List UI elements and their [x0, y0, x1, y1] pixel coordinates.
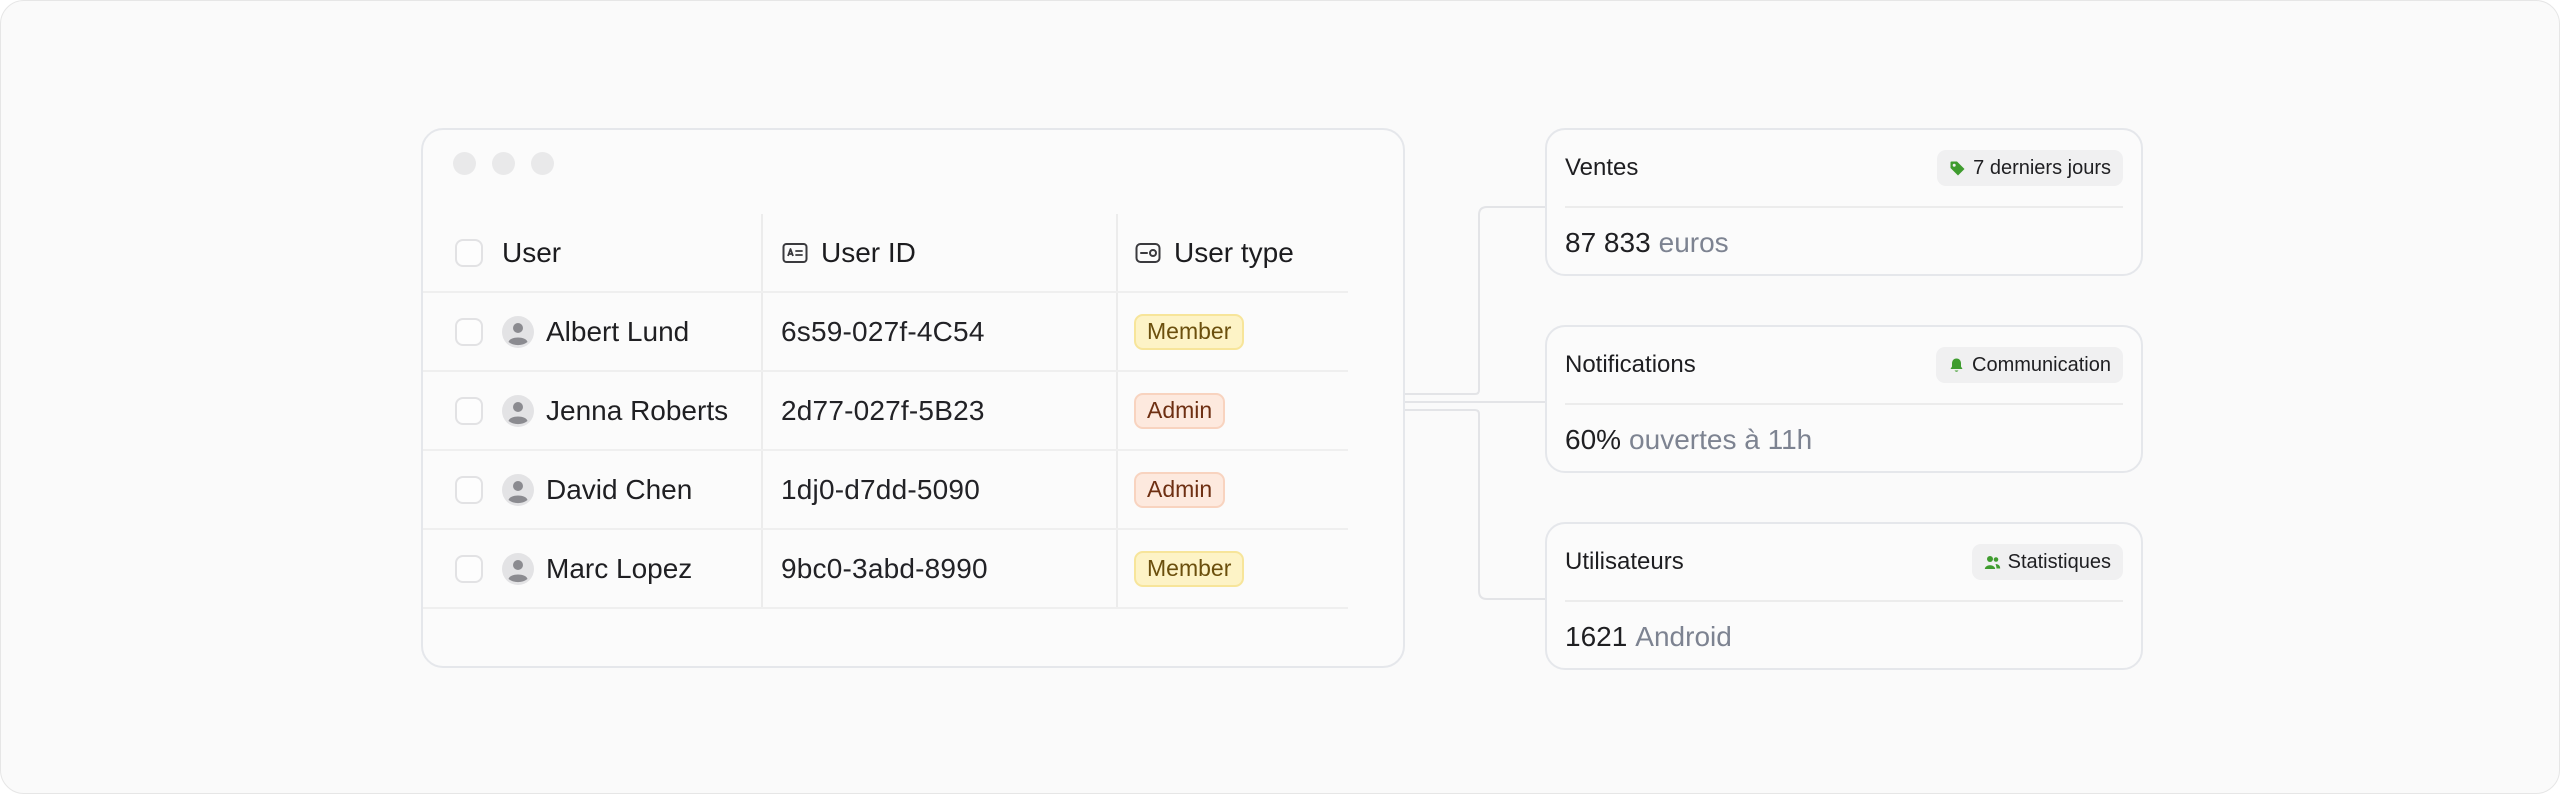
- card-notifications[interactable]: Notifications Communication 60% ouvertes…: [1545, 325, 2143, 473]
- user-cell: David Chen: [423, 451, 763, 528]
- metric-unit: Android: [1635, 621, 1732, 652]
- avatar-icon: [502, 315, 534, 348]
- header-cell-user: User: [423, 214, 763, 291]
- row-checkbox[interactable]: [455, 317, 483, 346]
- card-title: Ventes: [1565, 154, 1639, 181]
- users-table: User User ID User type: [423, 214, 1348, 609]
- user-name: Jenna Roberts: [546, 394, 729, 426]
- user-id-cell: 9bc0-3abd-8990: [763, 530, 1118, 607]
- window-minimize-dot[interactable]: [492, 152, 515, 175]
- user-name: Albert Lund: [546, 315, 690, 347]
- card-ventes[interactable]: Ventes 7 derniers jours 87 833 euros: [1545, 128, 2143, 276]
- bell-icon: [1950, 358, 1963, 372]
- avatar-icon: [502, 473, 534, 506]
- window-maximize-dot[interactable]: [531, 152, 554, 175]
- user-cell: Albert Lund: [423, 293, 763, 370]
- metric-value: 1621: [1565, 621, 1628, 652]
- user-id-cell: 2d77-027f-5B23: [763, 372, 1118, 449]
- card-tag-label: 7 derniers jours: [1973, 156, 2111, 179]
- user-name: Marc Lopez: [546, 552, 693, 584]
- card-tag-label: Statistiques: [2007, 550, 2111, 573]
- table-row[interactable]: Albert Lund 6s59-027f-4C54 Member: [423, 293, 1348, 372]
- card-title: Notifications: [1565, 351, 1696, 378]
- card-header: Ventes 7 derniers jours: [1565, 130, 2123, 208]
- card-tag[interactable]: Communication: [1936, 347, 2123, 383]
- row-checkbox[interactable]: [455, 554, 483, 583]
- user-type-cell: Admin: [1118, 372, 1348, 449]
- metric-value: 87 833: [1565, 227, 1651, 258]
- avatar-icon: [502, 394, 534, 427]
- toggle-icon: [1135, 242, 1161, 263]
- users-icon: [1984, 555, 2000, 569]
- card-header: Notifications Communication: [1565, 327, 2123, 405]
- metric-value: 60%: [1565, 424, 1622, 455]
- user-cell: Marc Lopez: [423, 530, 763, 607]
- header-cell-user-type: User type: [1118, 214, 1348, 291]
- card-title: Utilisateurs: [1565, 548, 1684, 575]
- header-label-user-type[interactable]: User type: [1174, 236, 1294, 268]
- user-cell: Jenna Roberts: [423, 372, 763, 449]
- card-utilisateurs[interactable]: Utilisateurs Statistiques 1621 Android: [1545, 522, 2143, 670]
- connector-lines: [1405, 206, 1545, 600]
- card-tag-label: Communication: [1972, 353, 2111, 376]
- row-checkbox[interactable]: [455, 475, 483, 504]
- card-tag[interactable]: Statistiques: [1971, 544, 2123, 580]
- user-type-badge: Admin: [1134, 392, 1226, 429]
- window-close-dot[interactable]: [453, 152, 476, 175]
- avatar-icon: [502, 552, 534, 585]
- users-table-window: User User ID User type: [421, 128, 1405, 668]
- tag-icon: [1950, 161, 1965, 175]
- table-row[interactable]: Marc Lopez 9bc0-3abd-8990 Member: [423, 530, 1348, 609]
- user-id: 2d77-027f-5B23: [781, 394, 985, 426]
- user-type-badge: Member: [1134, 550, 1245, 587]
- header-cell-user-id: User ID: [763, 214, 1118, 291]
- id-card-icon: [782, 242, 808, 263]
- card-tag[interactable]: 7 derniers jours: [1937, 150, 2123, 186]
- window-controls: [453, 152, 554, 175]
- header-label-user-id[interactable]: User ID: [821, 236, 916, 268]
- card-header: Utilisateurs Statistiques: [1565, 524, 2123, 602]
- table-row[interactable]: David Chen 1dj0-d7dd-5090 Admin: [423, 451, 1348, 530]
- table-row[interactable]: Jenna Roberts 2d77-027f-5B23 Admin: [423, 372, 1348, 451]
- card-metric: 87 833 euros: [1565, 208, 1729, 278]
- user-id: 1dj0-d7dd-5090: [781, 473, 980, 505]
- user-id: 9bc0-3abd-8990: [781, 552, 988, 584]
- user-type-cell: Member: [1118, 293, 1348, 370]
- card-metric: 1621 Android: [1565, 602, 1732, 672]
- user-type-badge: Member: [1134, 313, 1245, 350]
- user-id: 6s59-027f-4C54: [781, 315, 985, 347]
- user-name: David Chen: [546, 473, 693, 505]
- user-id-cell: 1dj0-d7dd-5090: [763, 451, 1118, 528]
- user-type-cell: Admin: [1118, 451, 1348, 528]
- user-type-badge: Admin: [1134, 471, 1226, 508]
- metric-unit: ouvertes à 11h: [1629, 424, 1813, 455]
- user-type-cell: Member: [1118, 530, 1348, 607]
- select-all-checkbox[interactable]: [455, 238, 483, 267]
- user-id-cell: 6s59-027f-4C54: [763, 293, 1118, 370]
- metric-unit: euros: [1658, 227, 1729, 258]
- header-label-user[interactable]: User: [502, 236, 562, 268]
- card-metric: 60% ouvertes à 11h: [1565, 405, 1812, 475]
- table-header-row: User User ID User type: [423, 214, 1348, 293]
- row-checkbox[interactable]: [455, 396, 483, 425]
